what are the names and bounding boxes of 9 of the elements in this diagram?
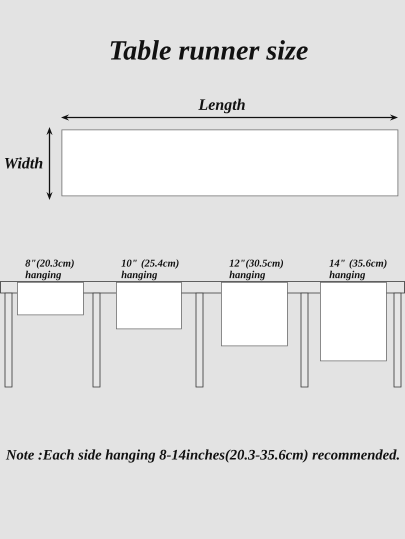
dimension-label: Length — [198, 98, 245, 114]
title: Table runner size — [110, 40, 308, 60]
runner-rectangle — [62, 130, 398, 196]
size-label: 14" (35.6cm) hanging — [329, 259, 387, 280]
note-text: Note :Each side hanging 8-14inches(20.3-35.6cm) recommended. — [6, 449, 399, 463]
size-label: 12"(30.5cm) hanging — [229, 259, 284, 280]
dimension-label: Width — [4, 157, 42, 169]
size-label: 8"(20.3cm) hanging — [25, 259, 74, 280]
size-label: 10" (25.4cm) hanging — [121, 259, 179, 280]
